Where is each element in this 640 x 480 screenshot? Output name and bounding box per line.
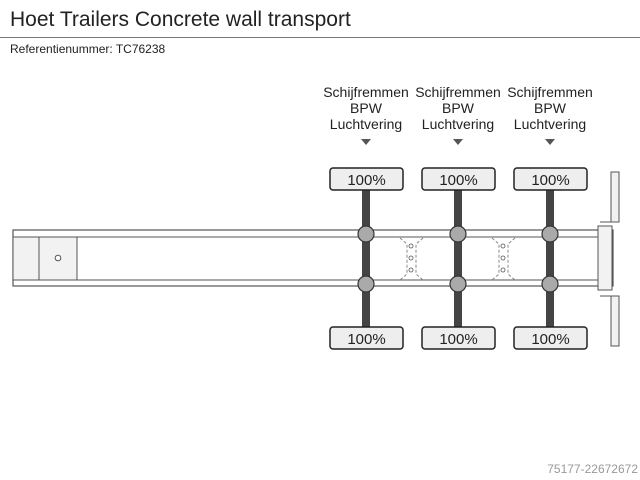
axle-3-suspension: Luchtvering [513,116,587,132]
axle-1-shaft [362,190,370,328]
reference-number: Referentienummer: TC76238 [10,42,166,56]
axle-1-brand: BPW [350,100,382,116]
axle-2-top-load: 100% [439,172,477,189]
axle-3-shaft [546,190,554,328]
rear-light-bottom [610,295,620,347]
title-divider [0,37,640,38]
kingpin-marker [54,254,62,262]
axle-2-brand: BPW [442,100,474,116]
axle-2-bottom-tire [421,326,496,350]
axle-2-brake: Schijfremmen [415,84,501,100]
chassis-outline [12,229,614,287]
axle-3-top-load: 100% [531,172,569,189]
axle-2-label: Schijfremmen BPW Luchtvering [410,84,506,132]
page-title: Hoet Trailers Concrete wall transport [10,8,351,31]
bolt [500,267,506,273]
axle-3-label: Schijfremmen BPW Luchtvering [502,84,598,132]
bolt [500,255,506,261]
axle-2-bottom-hub [449,275,467,293]
axle-2-marker-icon [453,139,463,145]
axle-1-brake: Schijfremmen [323,84,409,100]
axle-3-bottom-load: 100% [531,331,569,348]
listing-id: 75177-22672672 [547,462,638,476]
axle-1-top-hub [357,225,375,243]
axle-2: 100% 100% [421,139,496,350]
bolt [408,243,414,249]
axle-1-bottom-tire [329,326,404,350]
axle-3-brand: BPW [534,100,566,116]
axle-2-top-hub [449,225,467,243]
axle-3-top-tire [513,167,588,191]
axle-2-top-tire [421,167,496,191]
axle-2-bottom-load: 100% [439,331,477,348]
axle-3-marker-icon [545,139,555,145]
axle-1-top-tire [329,167,404,191]
axle-2-suspension: Luchtvering [421,116,495,132]
bolt [408,267,414,273]
front-bumper [12,236,40,281]
axle-3-bottom-tire [513,326,588,350]
axle-1-suspension: Luchtvering [329,116,403,132]
front-box [38,236,78,281]
axle-1: 100% 100% [329,139,404,350]
axle-1-label: Schijfremmen BPW Luchtvering [318,84,414,132]
bolt [500,243,506,249]
axle-3-bottom-hub [541,275,559,293]
axle-3-brake: Schijfremmen [507,84,593,100]
rear-bumper [597,225,613,291]
axle-3-top-hub [541,225,559,243]
chassis-frame [12,171,620,347]
axle-1-top-load: 100% [347,172,385,189]
axle-2-shaft [454,190,462,328]
bolt [408,255,414,261]
axle-1-bottom-load: 100% [347,331,385,348]
axle-1-bottom-hub [357,275,375,293]
rear-light-top [610,171,620,223]
axle-3: 100% 100% [513,139,588,350]
axle-1-marker-icon [361,139,371,145]
